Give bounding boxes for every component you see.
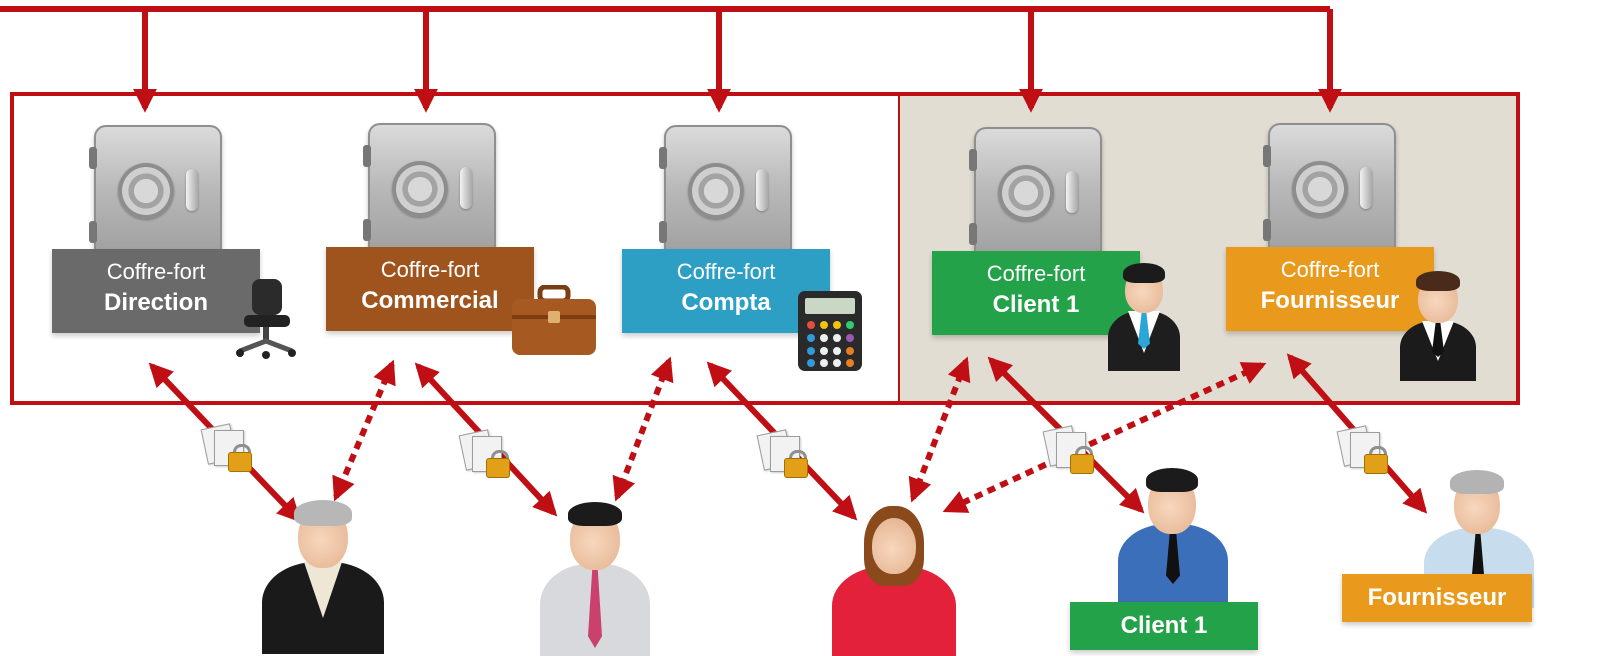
client-user: Client 1: [1070, 466, 1258, 656]
fournisseur-label: Fournisseur: [1342, 574, 1532, 622]
calculator-icon: [798, 291, 862, 371]
vault-commercial: Coffre-fort Commercial: [326, 123, 626, 363]
vault-label: Coffre-fort Commercial: [326, 247, 534, 331]
businessman-icon: [1396, 271, 1480, 381]
vault-label: Coffre-fort Fournisseur: [1226, 247, 1434, 331]
locked-documents-icon: [1336, 424, 1396, 480]
locked-documents-icon: [1042, 424, 1102, 480]
access-commercial-director: [332, 359, 396, 502]
access-compta-salesperson: [612, 356, 674, 502]
vault-compta: Coffre-fort Compta: [622, 125, 922, 371]
vault-label-line2: Client 1: [992, 291, 1080, 318]
vault-label: Coffre-fort Direction: [52, 249, 260, 333]
locked-documents-icon: [200, 422, 260, 478]
locked-documents-icon: [458, 428, 518, 484]
vault-label-line2: Compta: [681, 289, 771, 316]
access-fournisseur-accountant: [942, 362, 1267, 513]
briefcase-icon: [512, 285, 596, 355]
vault-client1: Coffre-fort Client 1: [932, 127, 1232, 372]
vault-direction: Coffre-fort Direction: [52, 125, 352, 365]
office-chair-icon: [236, 279, 296, 359]
safe-icon: [1263, 123, 1396, 263]
safe-icon: [659, 125, 792, 265]
businessman-icon: [1104, 263, 1184, 371]
safe-icon: [89, 125, 222, 265]
safe-icon: [969, 127, 1102, 267]
businessman-icon: [1106, 466, 1240, 608]
access-client1-accountant: [908, 356, 971, 503]
vault-label: Coffre-fort Compta: [622, 249, 830, 333]
vault-label-line2: Commercial: [361, 287, 499, 314]
vault-label-line1: Coffre-fort: [1280, 257, 1380, 282]
businessman-icon: [540, 500, 650, 656]
vault-label-line2: Fournisseur: [1260, 287, 1400, 314]
supplier-user: Fournisseur: [1342, 466, 1538, 656]
vault-fournisseur: Coffre-fort Fournisseur: [1226, 123, 1526, 381]
vault-label: Coffre-fort Client 1: [932, 251, 1140, 335]
vault-label-line2: Direction: [103, 289, 208, 316]
vault-label-line1: Coffre-fort: [106, 259, 206, 284]
locked-documents-icon: [756, 428, 816, 484]
client-label: Client 1: [1070, 602, 1258, 650]
businesswoman-icon: [832, 506, 956, 656]
safe-icon: [363, 123, 496, 263]
vault-label-line1: Coffre-fort: [380, 257, 480, 282]
senior-man-icon: [262, 498, 384, 654]
vault-label-line1: Coffre-fort: [986, 261, 1086, 286]
vault-label-line1: Coffre-fort: [676, 259, 776, 284]
